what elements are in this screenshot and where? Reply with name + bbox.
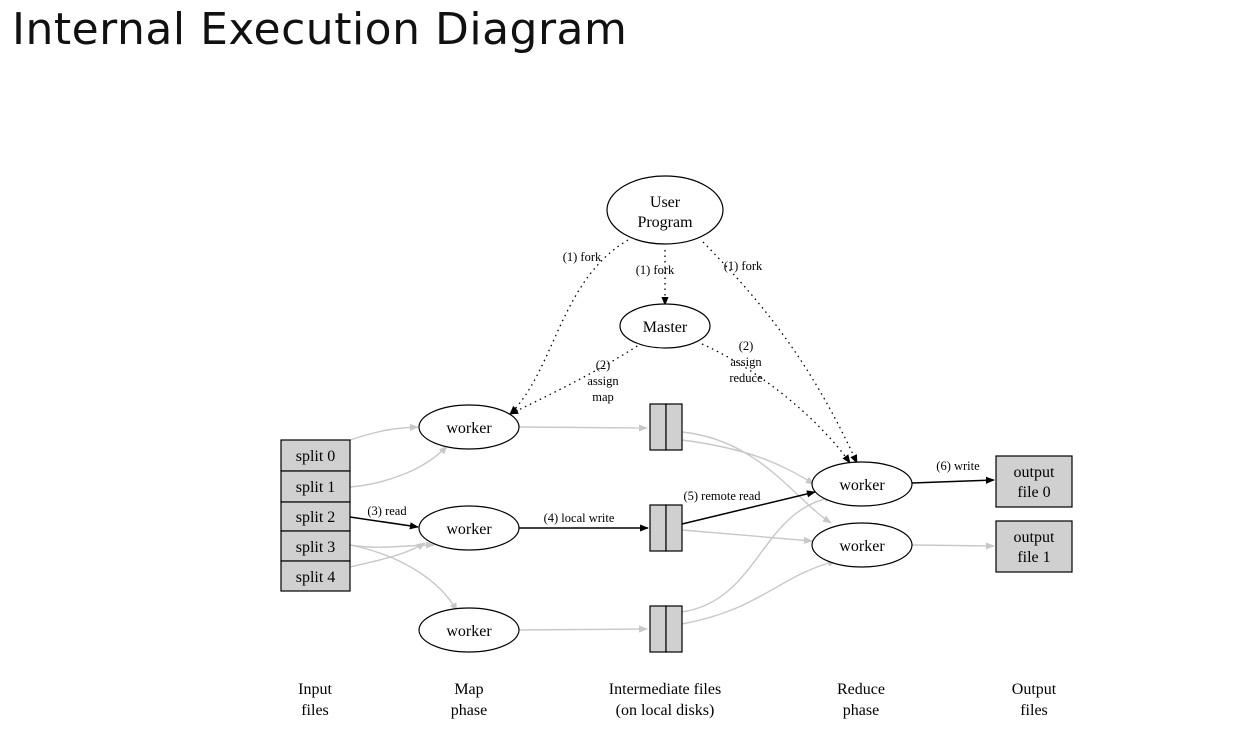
split-label: split 0 <box>296 448 336 465</box>
reduce-worker-label: worker <box>839 477 885 494</box>
output-label-line2: file 0 <box>1017 484 1050 501</box>
remote-read-label: (5) remote read <box>683 489 761 503</box>
map-worker-label: worker <box>446 623 492 640</box>
phase-input-line2: files <box>301 702 329 719</box>
master-node: Master <box>619 303 711 349</box>
map-workers: worker worker worker <box>418 404 520 653</box>
intermediate-files <box>649 403 683 653</box>
fork-edges <box>509 239 858 464</box>
map-worker-label: worker <box>446 521 492 538</box>
assign-reduce-label-line1: (2) <box>739 339 754 353</box>
read-label: (3) read <box>367 504 407 518</box>
split-label: split 1 <box>296 479 336 496</box>
page-title: Internal Execution Diagram <box>12 4 628 55</box>
assign-map-label-line3: map <box>592 390 614 404</box>
phase-intermediate-line2: (on local disks) <box>616 702 715 719</box>
master-label: Master <box>643 319 688 336</box>
output-label-line1: output <box>1014 464 1055 481</box>
user-program-label-line2: Program <box>637 214 693 231</box>
phase-output-line2: files <box>1020 702 1048 719</box>
assign-reduce-label-line3: reduce <box>729 371 763 385</box>
map-worker-label: worker <box>446 420 492 437</box>
split-label: split 4 <box>296 569 336 586</box>
split-label: split 2 <box>296 509 336 526</box>
assign-reduce-label-line2: assign <box>730 355 762 369</box>
phase-output-line1: Output <box>1012 681 1057 698</box>
phase-intermediate-line1: Intermediate files <box>609 681 721 698</box>
reduce-worker-label: worker <box>839 538 885 555</box>
output-files: output file 0 output file 1 <box>995 455 1073 573</box>
phase-reduce-line1: Reduce <box>837 681 885 698</box>
phase-labels: Input files Map phase Intermediate files… <box>298 681 1057 719</box>
dark-edges <box>349 476 995 532</box>
reduce-workers: worker worker <box>811 461 913 568</box>
grey-edges <box>349 423 995 633</box>
input-files: split 0 split 1 split 2 split 3 split 4 <box>280 439 351 592</box>
phase-map-line2: phase <box>451 702 487 719</box>
edge-labels: (1) fork (1) fork (1) fork (2) assign ma… <box>367 250 980 525</box>
output-label-line1: output <box>1014 529 1055 546</box>
phase-map-line1: Map <box>454 681 483 698</box>
split-label: split 3 <box>296 539 336 556</box>
user-program-label-line1: User <box>650 194 681 211</box>
output-label-line2: file 1 <box>1017 549 1050 566</box>
fork-label-right: (1) fork <box>724 259 763 273</box>
phase-input-line1: Input <box>298 681 332 698</box>
phase-reduce-line2: phase <box>843 702 879 719</box>
write-label: (6) write <box>936 459 980 473</box>
assign-map-label-line2: assign <box>587 374 619 388</box>
fork-label-center: (1) fork <box>636 263 675 277</box>
fork-label-left: (1) fork <box>563 250 602 264</box>
assign-map-label-line1: (2) <box>596 358 611 372</box>
local-write-label: (4) local write <box>544 511 615 525</box>
user-program-node: User Program <box>606 175 724 245</box>
